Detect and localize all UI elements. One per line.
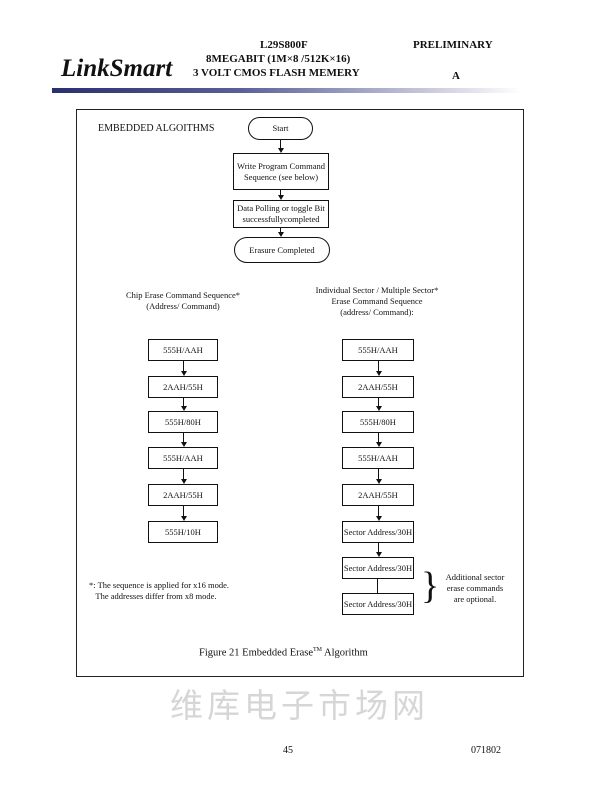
flow-start: Start (248, 117, 313, 140)
arrow-icon (278, 195, 284, 200)
flow-write-command: Write Program Command Sequence (see belo… (233, 153, 329, 190)
arrow-icon (181, 371, 187, 376)
chip-erase-step: 555H/AAH (148, 339, 218, 361)
brace: } (421, 565, 440, 607)
flow-connector (183, 398, 184, 406)
arrow-icon (181, 479, 187, 484)
arrow-icon (376, 406, 382, 411)
desc-1: 8MEGABIT (1M×8 /512K×16) (206, 53, 351, 65)
sector-erase-step: Sector Address/30H (342, 593, 414, 615)
flow-connector (280, 140, 281, 148)
figure-frame (76, 109, 524, 677)
arrow-icon (181, 442, 187, 447)
flow-connector (378, 506, 379, 516)
arrow-icon (376, 479, 382, 484)
flow-connector (378, 398, 379, 406)
chip-erase-step: 2AAH/55H (148, 484, 218, 506)
sector-erase-step: 555H/AAH (342, 447, 414, 469)
flow-connector (378, 469, 379, 479)
flow-data-polling: Data Polling or toggle Bit successfullyc… (233, 200, 329, 228)
arrow-icon (376, 371, 382, 376)
figure-caption: Figure 21 Embedded EraseTM Algorithm (199, 647, 368, 659)
header-bar (52, 88, 522, 93)
sector-erase-step: 2AAH/55H (342, 376, 414, 398)
sector-erase-step: Sector Address/30H (342, 557, 414, 579)
sector-erase-step: 555H/80H (342, 411, 414, 433)
flow-connector (280, 228, 281, 232)
watermark: 维库电子市场网 (170, 689, 429, 725)
arrow-icon (278, 148, 284, 153)
sector-erase-step: Sector Address/30H (342, 521, 414, 543)
flow-connector (378, 433, 379, 442)
doc-code: 071802 (471, 745, 501, 756)
flow-connector (378, 543, 379, 552)
arrow-icon (181, 406, 187, 411)
chip-erase-title: Chip Erase Command Sequence*(Address/ Co… (125, 290, 240, 311)
chip-erase-step: 555H/AAH (148, 447, 218, 469)
flow-connector (183, 469, 184, 479)
flow-connector (378, 361, 379, 371)
sector-erase-step: 2AAH/55H (342, 484, 414, 506)
revision: A (452, 70, 460, 82)
chip-erase-step: 2AAH/55H (148, 376, 218, 398)
flow-connector (183, 433, 184, 442)
flow-connector (183, 361, 184, 371)
part-number: L29S800F (260, 39, 308, 51)
footnote: *: The sequence is applied for x16 mode.… (89, 580, 230, 601)
desc-2: 3 VOLT CMOS FLASH MEMERY (193, 67, 360, 79)
section-title: EMBEDDED ALGOITHMS (98, 123, 215, 134)
logo: LinkSmart (61, 55, 173, 82)
status: PRELIMINARY (413, 39, 493, 51)
arrow-icon (181, 516, 187, 521)
page-number: 45 (283, 745, 293, 756)
arrow-icon (376, 516, 382, 521)
flow-connector (377, 579, 378, 593)
arrow-icon (278, 232, 284, 237)
chip-erase-step: 555H/80H (148, 411, 218, 433)
sector-erase-step: 555H/AAH (342, 339, 414, 361)
chip-erase-step: 555H/10H (148, 521, 218, 543)
flow-erasure-completed: Erasure Completed (234, 237, 330, 263)
flow-connector (183, 506, 184, 516)
arrow-icon (376, 552, 382, 557)
arrow-icon (376, 442, 382, 447)
sector-erase-title: Individual Sector / Multiple Sector*Eras… (315, 285, 439, 317)
flow-connector (280, 190, 281, 195)
